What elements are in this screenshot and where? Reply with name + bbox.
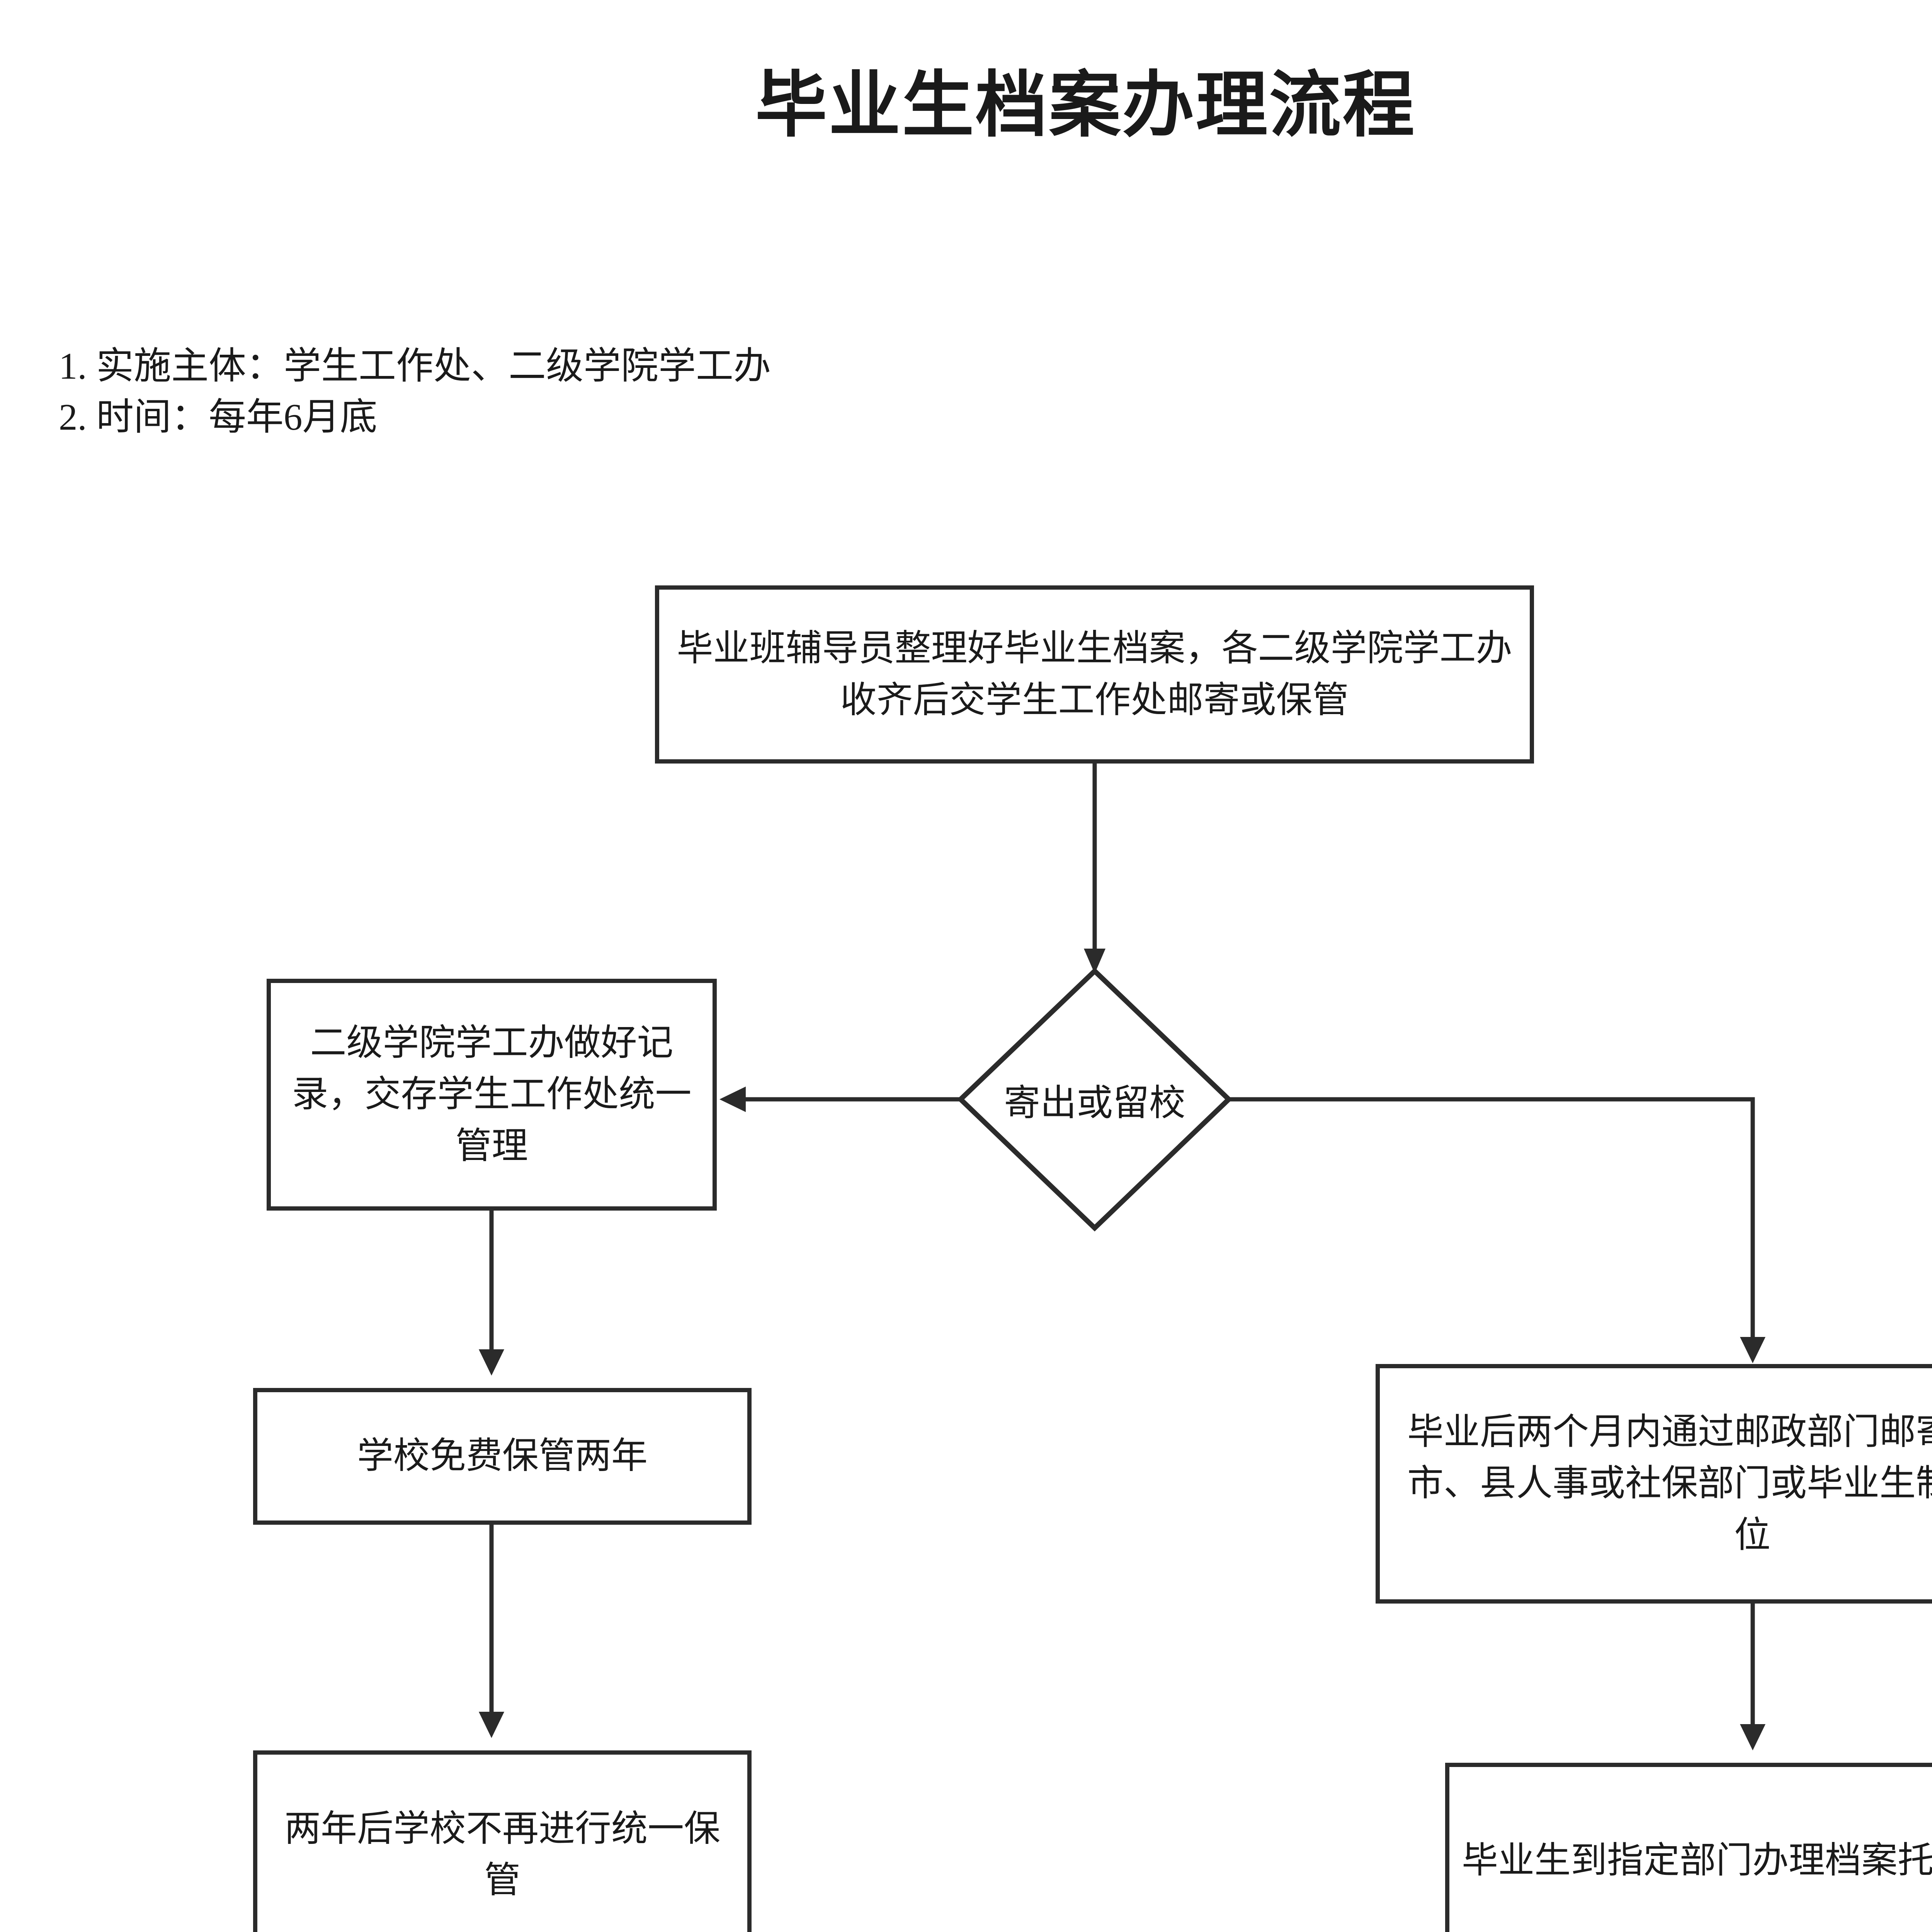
node-trusteeship[interactable]: 毕业生到指定部门办理档案托管手续 xyxy=(1445,1763,1932,1932)
node-start-label: 毕业班辅导员整理好毕业生档案，各二级学院学工办收齐后交学生工作处邮寄或保管 xyxy=(677,628,1512,720)
edge-start-to-decision xyxy=(1084,764,1105,974)
edge-decision-to-mail-out xyxy=(1229,1097,1765,1363)
edge-keep-record-to-free-storage xyxy=(479,1211,504,1376)
node-mail-out-label: 毕业后两个月内通过邮政部门邮寄回生源地市、县人事或社保部门或毕业生制定接收单位 xyxy=(1407,1412,1932,1555)
node-keep-record-label: 二级学院学工办做好记录，交存学生工作处统一管理 xyxy=(292,1022,692,1166)
node-keep-record[interactable]: 二级学院学工办做好记录，交存学生工作处统一管理 xyxy=(267,979,717,1211)
edge-free-storage-to-after-two-years xyxy=(479,1525,504,1738)
node-after-two-years-label: 两年后学校不再进行统一保管 xyxy=(284,1808,720,1900)
intro-list: 1. 实施主体：学生工作处、二级学院学工办 2. 时间：每年6月底 xyxy=(59,341,1372,443)
decision-diamond[interactable] xyxy=(957,968,1233,1232)
node-start[interactable]: 毕业班辅导员整理好毕业生档案，各二级学院学工办收齐后交学生工作处邮寄或保管 xyxy=(655,585,1534,764)
intro-item-1: 1. 实施主体：学生工作处、二级学院学工办 xyxy=(59,345,771,387)
page-title: 毕业生档案办理流程 xyxy=(755,65,1416,145)
node-free-storage[interactable]: 学校免费保管两年 xyxy=(253,1388,752,1525)
edge-decision-to-keep-record xyxy=(719,1087,961,1112)
node-after-two-years[interactable]: 两年后学校不再进行统一保管 xyxy=(253,1750,752,1932)
node-free-storage-label: 学校免费保管两年 xyxy=(357,1436,648,1476)
node-trusteeship-label: 毕业生到指定部门办理档案托管手续 xyxy=(1461,1840,1932,1881)
node-mail-out[interactable]: 毕业后两个月内通过邮政部门邮寄回生源地市、县人事或社保部门或毕业生制定接收单位 xyxy=(1376,1364,1932,1604)
intro-item-2: 2. 时间：每年6月底 xyxy=(59,396,378,438)
edge-mail-out-to-trusteeship xyxy=(1740,1604,1765,1750)
